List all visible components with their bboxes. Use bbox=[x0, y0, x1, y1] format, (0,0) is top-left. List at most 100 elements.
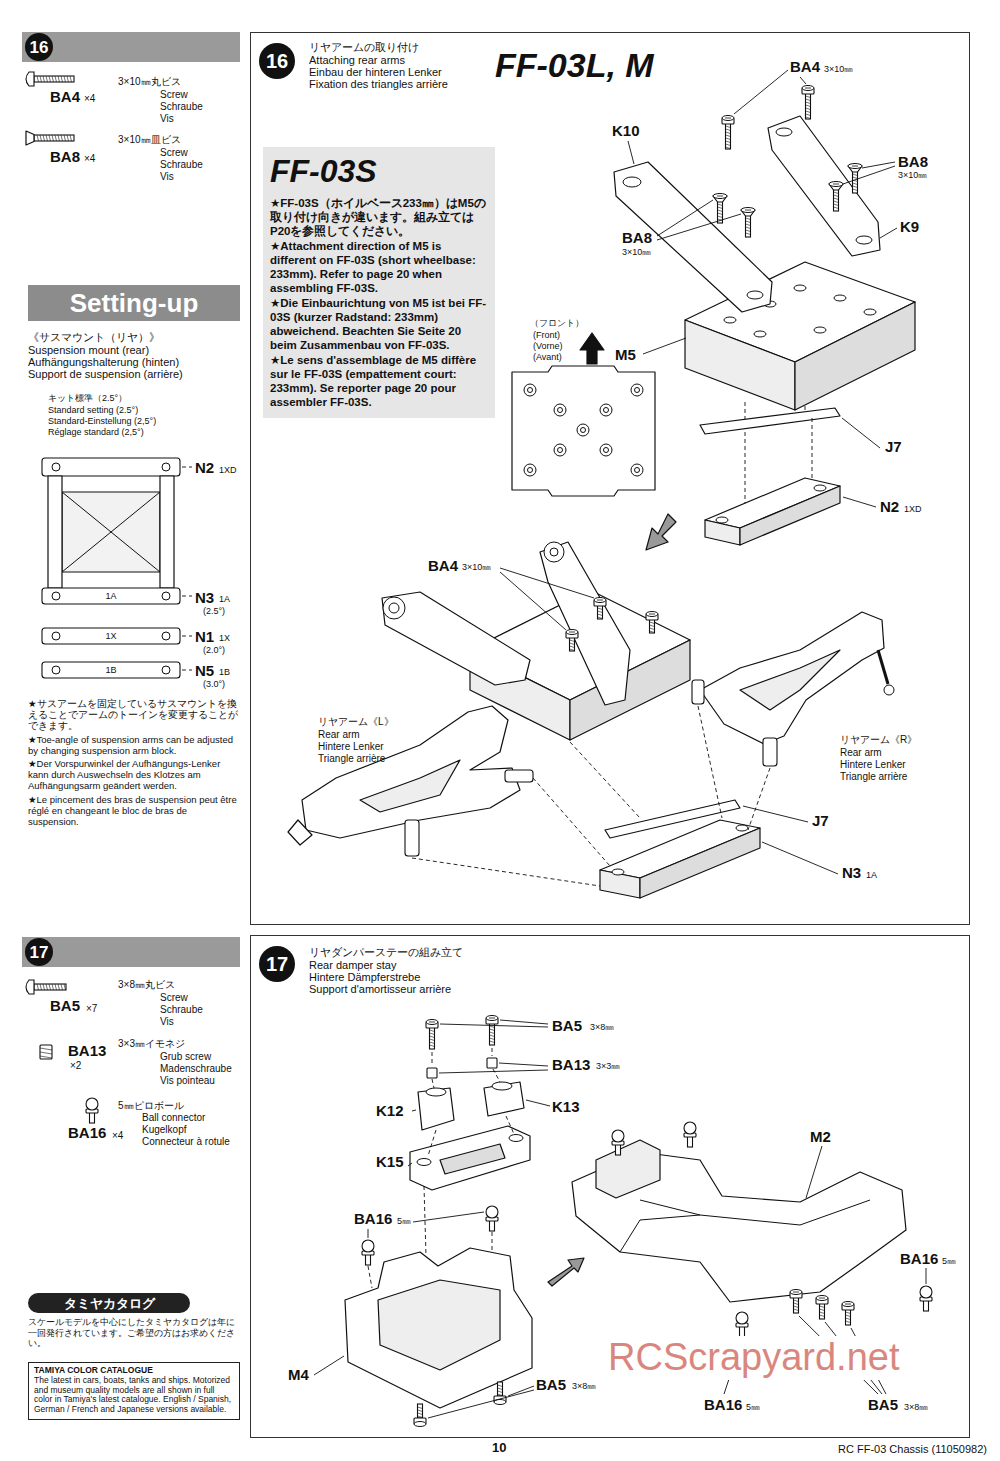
shim-plate bbox=[700, 408, 840, 434]
ball-connector bbox=[920, 1286, 932, 1298]
annotation: Vis bbox=[160, 171, 174, 183]
part-hole bbox=[864, 309, 876, 315]
part-hole bbox=[524, 464, 536, 476]
screw-head-top bbox=[842, 1302, 854, 1307]
screw-thread bbox=[430, 1036, 435, 1038]
catalogue-band: タミヤカタログ bbox=[28, 1293, 190, 1313]
screw-thread bbox=[67, 76, 69, 82]
annotation: Schraube bbox=[160, 1004, 203, 1016]
ball-stem bbox=[740, 1326, 745, 1337]
annotation: (Front) bbox=[533, 330, 560, 340]
screw-thread bbox=[794, 1303, 799, 1305]
screw-head-top bbox=[414, 1422, 426, 1427]
guide-line bbox=[533, 778, 610, 866]
screw-thread bbox=[46, 76, 48, 82]
part-code: BA16 bbox=[68, 1124, 106, 1141]
annotation: 5㎜ bbox=[942, 1256, 956, 1266]
annotation: Screw bbox=[160, 147, 188, 159]
screw-thread bbox=[794, 1300, 799, 1302]
leader-line bbox=[843, 497, 876, 507]
screw-thread bbox=[70, 76, 72, 82]
annotation: Suspension mount (rear) bbox=[28, 344, 149, 357]
part-marking: 1B bbox=[105, 665, 116, 675]
suspension-mount-block bbox=[685, 320, 795, 410]
suspension-mount bbox=[600, 870, 640, 898]
part-edge bbox=[640, 1200, 870, 1225]
screw-thread bbox=[726, 147, 731, 149]
screw-head-top bbox=[426, 1020, 438, 1025]
screw-thread bbox=[650, 628, 655, 630]
ball-connector bbox=[486, 1206, 498, 1218]
leader-line bbox=[842, 418, 880, 448]
screw-thread bbox=[46, 984, 48, 990]
direction-arrow bbox=[646, 514, 676, 550]
screw-thread bbox=[40, 1048, 52, 1050]
screw-recess bbox=[569, 632, 575, 633]
screw-thread bbox=[430, 1042, 435, 1044]
leader-line bbox=[499, 1063, 548, 1066]
part-hole bbox=[834, 295, 846, 301]
ball-connector bbox=[612, 1130, 624, 1142]
annotation: Schraube bbox=[160, 101, 203, 113]
guide-line bbox=[492, 1232, 493, 1250]
suspension-mount bbox=[705, 520, 740, 545]
guide-line bbox=[812, 418, 813, 482]
leader-line bbox=[799, 1316, 878, 1394]
annotation: 5㎜ bbox=[397, 1216, 411, 1226]
screw-shaft bbox=[820, 1303, 825, 1319]
node-text: 17 bbox=[30, 944, 49, 961]
upper-arm bbox=[540, 542, 630, 705]
damper-stay-rib bbox=[378, 1280, 500, 1370]
annotation: Standard setting (2.5°) bbox=[48, 405, 138, 415]
screw-head-top bbox=[848, 164, 862, 169]
part-hole bbox=[558, 448, 563, 453]
screw-thread bbox=[834, 192, 839, 194]
annotation: Rear arm bbox=[840, 747, 882, 759]
screw-thread bbox=[746, 224, 751, 226]
screw-thread bbox=[49, 135, 51, 141]
screw-recess bbox=[819, 1298, 825, 1299]
screw-recess bbox=[489, 1018, 495, 1019]
screw-head-top bbox=[566, 630, 578, 635]
screw-recess bbox=[717, 196, 723, 197]
annotation: 1XD bbox=[904, 504, 922, 514]
node-text: ★Attachment direction of M5 is different… bbox=[270, 239, 488, 295]
part-hole bbox=[577, 424, 589, 436]
annotation: 1XD bbox=[219, 465, 237, 475]
annotation: Schraube bbox=[160, 159, 203, 171]
screw-thread bbox=[498, 1394, 503, 1396]
rear-arm-rib bbox=[360, 760, 460, 812]
screw-thread bbox=[37, 76, 39, 82]
part-hole bbox=[492, 1082, 512, 1090]
screw-recess bbox=[725, 118, 731, 119]
suspension-mount bbox=[640, 828, 760, 898]
suspension-mount-block bbox=[795, 302, 915, 410]
note-text: ★Der Vorspurwinkel der Aufhängungs-Lenke… bbox=[28, 758, 240, 792]
part-hole bbox=[162, 592, 170, 600]
screw-thread bbox=[43, 76, 45, 82]
screw-head-top bbox=[790, 1290, 802, 1295]
part-code: BA5 bbox=[868, 1396, 898, 1413]
screw-thread bbox=[746, 218, 751, 220]
leader-line bbox=[439, 1070, 548, 1073]
grub-screw bbox=[40, 1045, 52, 1059]
screw-thread bbox=[570, 649, 575, 651]
step-header-bar bbox=[22, 32, 240, 62]
screw-head bbox=[26, 980, 34, 994]
screw-recess bbox=[805, 88, 811, 89]
section-band: Setting-up bbox=[28, 285, 240, 321]
screw-thread bbox=[40, 135, 42, 141]
screw-shaft bbox=[418, 1404, 423, 1418]
annotation: Aufhängungshalterung (hinten) bbox=[28, 356, 179, 369]
screw-thread bbox=[806, 108, 811, 110]
screw-thread bbox=[650, 631, 655, 633]
screw-shaft bbox=[650, 619, 655, 633]
node-text: ★FF-03S（ホイルベース233㎜）はM5の取り付け向きが違います。組み立ては… bbox=[270, 196, 488, 238]
screw-thread bbox=[67, 135, 69, 141]
screw-shaft bbox=[846, 1309, 851, 1325]
part-hole bbox=[724, 317, 736, 323]
ball-stem bbox=[616, 1144, 621, 1155]
annotation: 1A bbox=[866, 870, 877, 880]
arm-pin bbox=[160, 476, 174, 588]
